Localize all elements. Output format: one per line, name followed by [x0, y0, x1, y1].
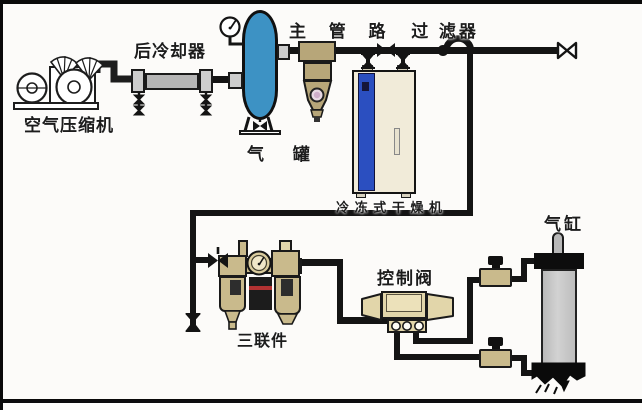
- left-border: [0, 0, 3, 410]
- control-valve-window: [386, 294, 422, 312]
- dropline-pipe: [467, 50, 473, 216]
- upper-controller-riser: [521, 258, 527, 282]
- aftercooler-label: 后冷却器: [134, 42, 206, 61]
- aftercooler-body: [145, 73, 199, 90]
- compressor-motor-wheel-icon: [16, 72, 48, 104]
- aftercooler-flange-left: [131, 69, 145, 93]
- dryer-foot-left: [356, 193, 366, 198]
- control-valve-label: 控制阀: [377, 269, 434, 288]
- cylinder-bottom-stub: [527, 370, 537, 376]
- control-valve-port-block: [387, 319, 427, 333]
- tank-inlet-flange: [228, 72, 243, 89]
- tank-outlet-flange: [277, 44, 290, 60]
- aftercooler-flange-right: [199, 69, 213, 93]
- main-filter-upper-bowl: [303, 62, 332, 81]
- speed-controller-lower: [479, 349, 512, 368]
- valve-outA-horizontal: [413, 338, 473, 344]
- end-valve-icon: [556, 41, 578, 60]
- compressor-label: 空气压缩机: [24, 116, 114, 135]
- air-tank-label: 气 罐: [247, 145, 322, 164]
- frl-inlet-stub: [196, 257, 210, 263]
- dryer-slot-detail: [394, 128, 400, 155]
- speed-controller-upper-neck: [492, 264, 500, 270]
- control-valve-right-cap: [426, 293, 454, 321]
- dryer-label: 冷 冻 式 干 燥 机: [336, 200, 444, 215]
- upper-controller-out: [511, 276, 527, 282]
- lower-controller-out: [511, 355, 527, 361]
- compressor-fin-left-icon: [49, 56, 80, 81]
- aftercooler-outlet-pipe: [211, 76, 229, 83]
- main-line-filter-label: 主 管 路 过 滤器: [289, 17, 479, 42]
- dryer-foot-right: [401, 193, 411, 198]
- tank-pressure-gauge-icon: [219, 16, 243, 46]
- frl-regulator-stripe: [249, 286, 272, 290]
- frl-regulator-body: [249, 277, 272, 310]
- valve-outB-drop: [394, 333, 400, 360]
- air-tank: [242, 10, 278, 120]
- valve-outA-riser: [467, 277, 473, 344]
- speed-controller-lower-neck: [492, 345, 500, 351]
- frl-filter-window: [230, 280, 241, 295]
- main-line-pipe: [288, 47, 560, 54]
- dryer-panel-button: [362, 82, 369, 91]
- branch-vertical-pipe: [190, 210, 196, 330]
- frl-right-head: [271, 250, 300, 277]
- valve-outB-horizontal: [394, 354, 482, 360]
- air-compressor: [13, 55, 133, 110]
- compressor-fin-right-icon: [74, 57, 105, 82]
- frl-left-head: [218, 255, 247, 277]
- main-line-filter-label-2: 过 滤器: [411, 22, 479, 41]
- main-line-filter-label-1: 主 管 路: [289, 22, 395, 41]
- cylinder-top-cap: [534, 253, 584, 269]
- speed-controller-upper-knob: [488, 256, 503, 265]
- filter-sight-glass-icon: [309, 87, 325, 103]
- branch-horizontal-pipe: [190, 210, 473, 216]
- compressor-flywheel-icon: [55, 68, 93, 106]
- frl-lubricator-window: [281, 279, 293, 296]
- cylinder-body: [541, 269, 577, 365]
- frl-regulator-knob: [238, 240, 248, 257]
- cylinder-rod: [552, 232, 564, 255]
- compressor-outlet-pipe: [93, 60, 133, 83]
- cylinder-top-stub: [527, 258, 537, 264]
- cylinder-bottom-cap: [531, 362, 586, 395]
- top-border: [0, 0, 642, 4]
- main-line-filter-bowl: [302, 80, 333, 122]
- lower-controller-drop: [521, 355, 527, 376]
- frl-lubricator-knob: [279, 240, 292, 252]
- tank-base-plate: [239, 130, 281, 135]
- frl-unit-label: 三联件: [237, 333, 289, 350]
- main-filter-head: [298, 41, 336, 62]
- aftercooler-drain-valves: [132, 92, 213, 116]
- speed-controller-lower-knob: [488, 337, 503, 346]
- bottom-border: [0, 399, 642, 403]
- cylinder-label: 气缸: [544, 215, 584, 234]
- speed-controller-upper: [479, 268, 512, 287]
- valve-outA-to-controller: [470, 277, 480, 283]
- dryer-blue-panel: [358, 73, 375, 191]
- frl-outlet-pipe: [300, 259, 343, 266]
- valve-supply-vertical: [337, 259, 343, 323]
